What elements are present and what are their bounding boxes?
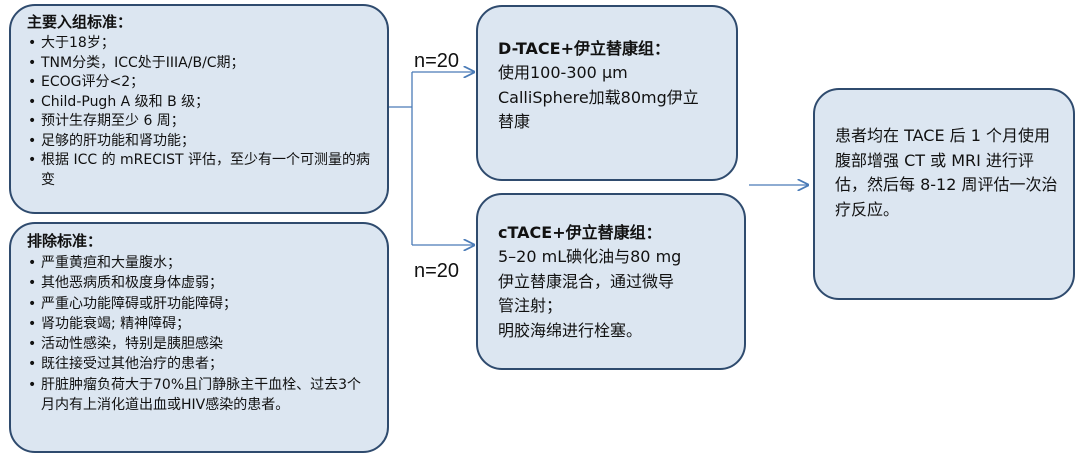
inclusion-title: 主要入组标准：: [27, 13, 133, 31]
inclusion-item: 根据 ICC 的 mRECIST 评估，至少有一个可测量的病变: [27, 151, 375, 190]
ctace-arm-box: cTACE+伊立替康组： 5–20 mL碘化油与80 mg 伊立替康混合，通过微…: [476, 193, 746, 370]
ctace-sample-size: n=20: [414, 260, 460, 282]
exclusion-item: 活动性感染，特别是胰胆感染: [27, 334, 375, 355]
inclusion-item: ECOG评分<2；: [27, 73, 375, 93]
exclusion-item: 既往接受过其他治疗的患者；: [27, 354, 375, 375]
exclusion-item: 肾功能衰竭; 精神障碍；: [27, 314, 375, 335]
exclusion-item: 严重心功能障碍或肝功能障碍；: [27, 294, 375, 315]
ctace-description: 5–20 mL碘化油与80 mg 伊立替康混合，通过微导 管注射； 明胶海绵进行…: [498, 247, 682, 340]
inclusion-criteria-box: 主要入组标准： 大于18岁； TNM分类，ICC处于IIIA/B/C期； ECO…: [9, 4, 389, 214]
inclusion-item: Child-Pugh A 级和 B 级；: [27, 93, 375, 113]
dtace-sample-size: n=20: [414, 50, 460, 72]
dtace-description: 使用100-300 μm CalliSphere加载80mg伊立 替康: [498, 63, 699, 131]
inclusion-list: 大于18岁； TNM分类，ICC处于IIIA/B/C期； ECOG评分<2； C…: [27, 34, 375, 190]
dtace-arm-box: D-TACE+伊立替康组： 使用100-300 μm CalliSphere加载…: [476, 5, 738, 181]
followup-description: 患者均在 TACE 后 1 个月使用腹部增强 CT 或 MRI 进行评估，然后每…: [835, 126, 1058, 219]
inclusion-item: 大于18岁；: [27, 34, 375, 54]
inclusion-item: 足够的肝功能和肾功能；: [27, 132, 375, 152]
exclusion-title: 排除标准：: [27, 232, 103, 250]
exclusion-item: 其他恶病质和极度身体虚弱；: [27, 273, 375, 294]
inclusion-item: TNM分类，ICC处于IIIA/B/C期；: [27, 54, 375, 74]
followup-box: 患者均在 TACE 后 1 个月使用腹部增强 CT 或 MRI 进行评估，然后每…: [813, 88, 1075, 300]
exclusion-criteria-box: 排除标准： 严重黄疸和大量腹水； 其他恶病质和极度身体虚弱； 严重心功能障碍或肝…: [9, 222, 389, 453]
dtace-title: D-TACE+伊立替康组：: [498, 39, 671, 58]
exclusion-item: 严重黄疸和大量腹水；: [27, 253, 375, 274]
inclusion-item: 预计生存期至少 6 周；: [27, 112, 375, 132]
ctace-title: cTACE+伊立替康组：: [498, 223, 662, 242]
exclusion-list: 严重黄疸和大量腹水； 其他恶病质和极度身体虚弱； 严重心功能障碍或肝功能障碍； …: [27, 253, 375, 415]
exclusion-item: 肝脏肿瘤负荷大于70%且门静脉主干血栓、过去3个月内有上消化道出血或HIV感染的…: [27, 375, 375, 416]
